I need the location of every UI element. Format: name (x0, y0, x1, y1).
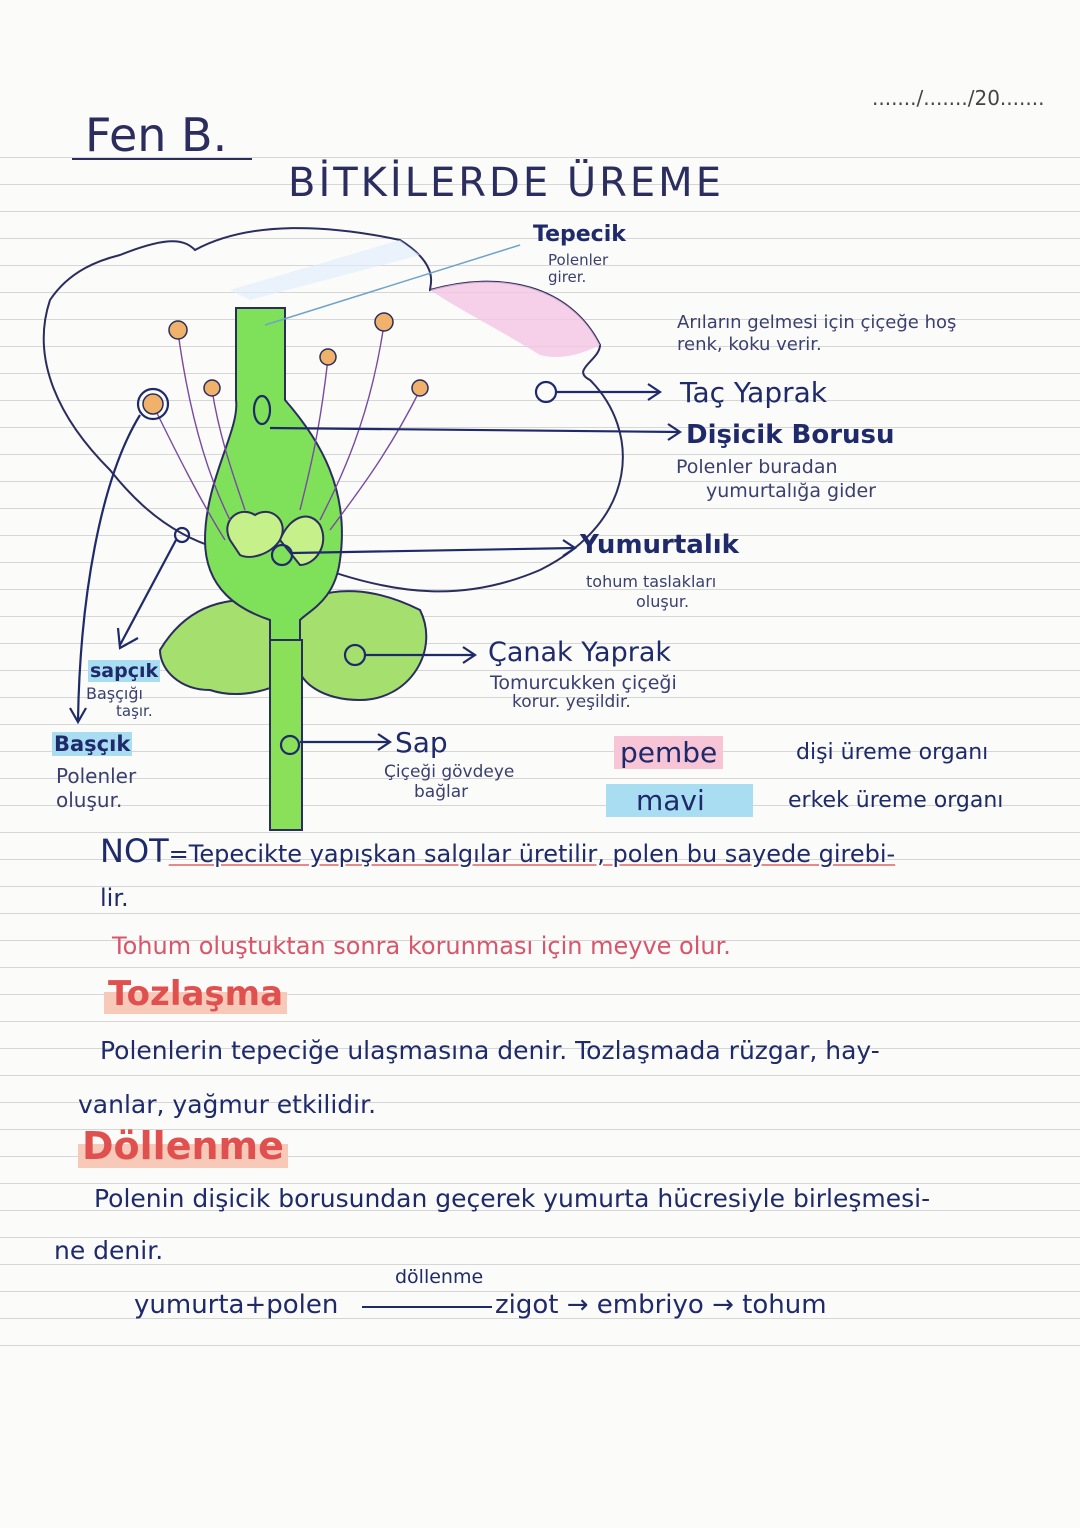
tohum-note: Tohum oluştuktan sonra korunması için me… (112, 932, 731, 960)
desc-sapcik-2: taşır. (116, 702, 153, 720)
stamen-filaments (152, 323, 421, 541)
formula-above: döllenme (395, 1266, 484, 1288)
note-line-2: lir. (100, 884, 129, 912)
desc-disicik-2: yumurtalığa gider (706, 480, 876, 502)
legend-pink-desc: dişi üreme organı (796, 740, 989, 765)
desc-canak-1: Tomurcukken çiçeği (490, 672, 677, 694)
desc-bascik-2: oluşur. (56, 788, 123, 812)
tozlasma-line-2: vanlar, yağmur etkilidir. (78, 1090, 377, 1119)
formula-arrow (362, 1306, 492, 1308)
label-canak-yaprak: Çanak Yaprak (488, 637, 672, 668)
note-ari: Arıların gelmesi için çiçeğe hoş renk, k… (677, 312, 957, 355)
dollenme-line-1: Polenin dişicik borusundan geçerek yumur… (94, 1184, 931, 1213)
label-bascik: Başçık (52, 732, 133, 756)
petal-blue-tint (230, 240, 420, 300)
petal-outline (42, 227, 624, 593)
note-prefix: NOT (100, 832, 169, 870)
label-tepecik: Tepecik (533, 222, 626, 247)
desc-sap-2: bağlar (414, 782, 469, 802)
label-sapcik: sapçık (88, 660, 161, 682)
stalk-shape (269, 639, 303, 831)
desc-tepecik: Polenler girer. (548, 251, 609, 286)
ovule-left (226, 510, 284, 558)
dollenme-line-2: ne denir. (54, 1236, 164, 1265)
desc-yumurtalik-1: tohum taslakları (586, 572, 717, 591)
label-sap: Sap (395, 726, 448, 759)
tozlasma-line-1: Polenlerin tepeciğe ulaşmasına denir. To… (100, 1036, 880, 1065)
legend-blue-desc: erkek üreme organı (788, 788, 1004, 813)
anthers (142, 312, 429, 415)
section-title-tozlasma: Tozlaşma (104, 974, 288, 1014)
formula-left: yumurta+polen (134, 1290, 339, 1320)
note-text: =Tepecikte yapışkan salgılar üretilir, p… (168, 840, 896, 868)
page-title: BİTKİLERDE ÜREME (288, 160, 724, 206)
section-title-tozlasma-text: Tozlaşma (104, 974, 288, 1014)
subject-title: Fen B. (85, 108, 228, 162)
legend-blue-word: mavi (606, 784, 753, 817)
legend-pink-word: pembe (614, 736, 724, 769)
section-title-dollenme: Döllenme (78, 1124, 288, 1168)
formula-right: zigot → embriyo → tohum (495, 1290, 827, 1320)
petal-pink-tint (430, 281, 600, 357)
desc-bascik-1: Polenler (56, 764, 137, 788)
label-tac-yaprak: Taç Yaprak (680, 376, 827, 409)
note-line-1: NOT=Tepecikte yapışkan salgılar üretilir… (100, 832, 895, 870)
section-title-dollenme-text: Döllenme (78, 1124, 288, 1168)
desc-sap-1: Çiçeği gövdeye (384, 762, 515, 782)
desc-yumurtalik-2: oluşur. (636, 592, 690, 611)
desc-canak-2: korur. yeşildir. (512, 692, 631, 712)
desc-disicik-1: Polenler buradan (676, 456, 838, 478)
desc-sapcik-1: Başçığı (86, 684, 143, 703)
subject-underline (72, 158, 252, 160)
date-field: ......./......./20....... (872, 86, 1045, 110)
label-yumurtalik: Yumurtalık (580, 530, 739, 560)
label-pointers (69, 244, 682, 756)
label-disicik-borusu: Dişicik Borusu (686, 420, 895, 450)
